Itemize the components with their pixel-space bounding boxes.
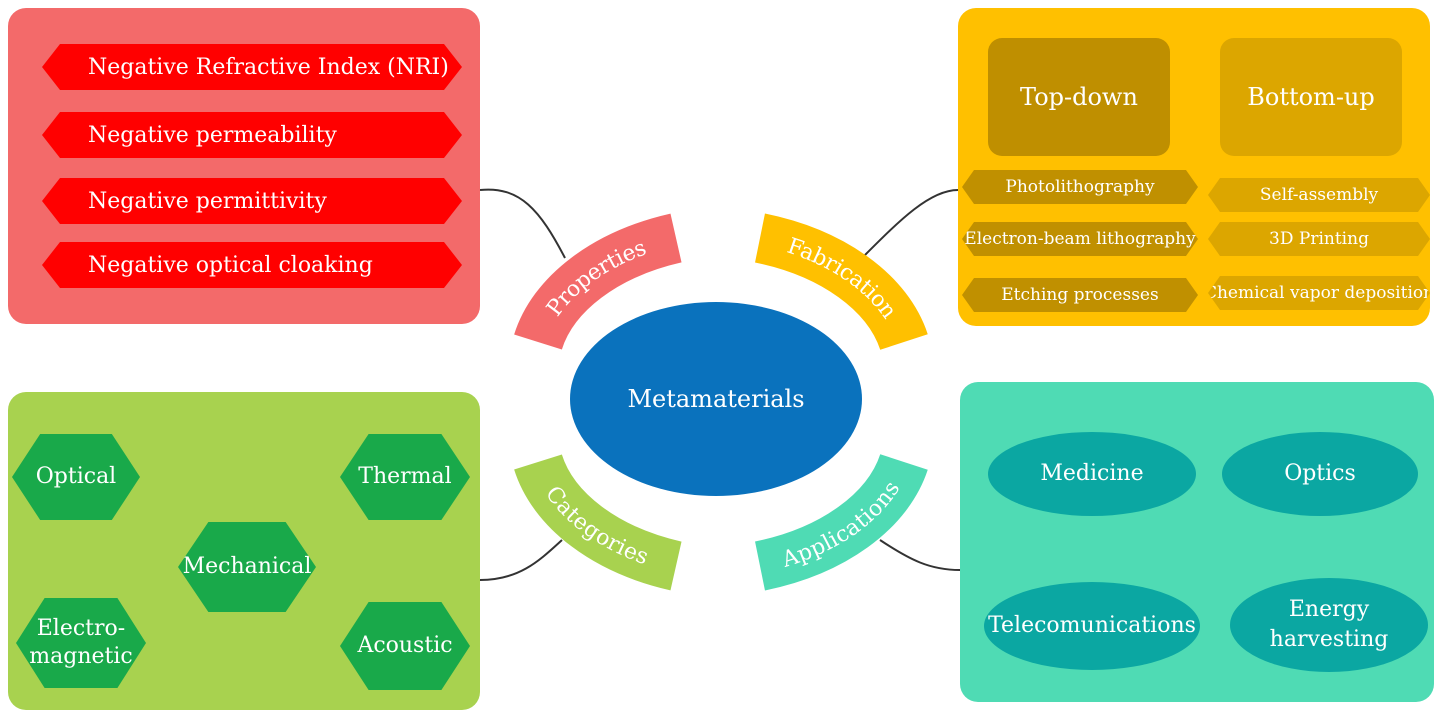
bottomup-item: 3D Printing	[1208, 222, 1430, 256]
topdown-item: Photolithography	[962, 170, 1198, 204]
topdown-item: Electron-beam lithography	[962, 222, 1198, 256]
property-item: Negative Refractive Index (NRI)	[42, 44, 462, 90]
properties-panel: Negative Refractive Index (NRI) Negative…	[8, 8, 480, 324]
application-oval-optics: Optics	[1222, 432, 1418, 516]
bottomup-item: Chemical vapor deposition	[1208, 276, 1430, 310]
topdown-box: Top-down	[988, 38, 1170, 156]
category-hex-electromagnetic: Electro-magnetic	[16, 598, 146, 688]
connector-categories	[479, 539, 563, 581]
connector-fabrication	[864, 189, 959, 256]
application-oval-medicine: Medicine	[988, 432, 1196, 516]
connector-properties	[479, 188, 566, 259]
arc-properties	[514, 213, 682, 351]
topdown-item: Etching processes	[962, 278, 1198, 312]
connector-applications	[879, 539, 961, 571]
property-item: Negative optical cloaking	[42, 242, 462, 288]
arc-fabrication	[754, 213, 928, 351]
arc-applications	[754, 453, 928, 591]
category-hex-acoustic: Acoustic	[340, 602, 470, 690]
category-hex-mechanical: Mechanical	[178, 522, 316, 612]
application-oval-telecommunications: Telecomunications	[984, 582, 1200, 670]
bottomup-item: Self-assembly	[1208, 178, 1430, 212]
property-item: Negative permittivity	[42, 178, 462, 224]
arc-categories	[514, 453, 682, 591]
bottomup-box: Bottom-up	[1220, 38, 1402, 156]
center-metamaterials: Metamaterials	[570, 302, 862, 496]
category-hex-optical: Optical	[12, 434, 140, 520]
category-hex-thermal: Thermal	[340, 434, 470, 520]
property-item: Negative permeability	[42, 112, 462, 158]
application-oval-energy-harvesting: Energy harvesting	[1230, 578, 1428, 672]
